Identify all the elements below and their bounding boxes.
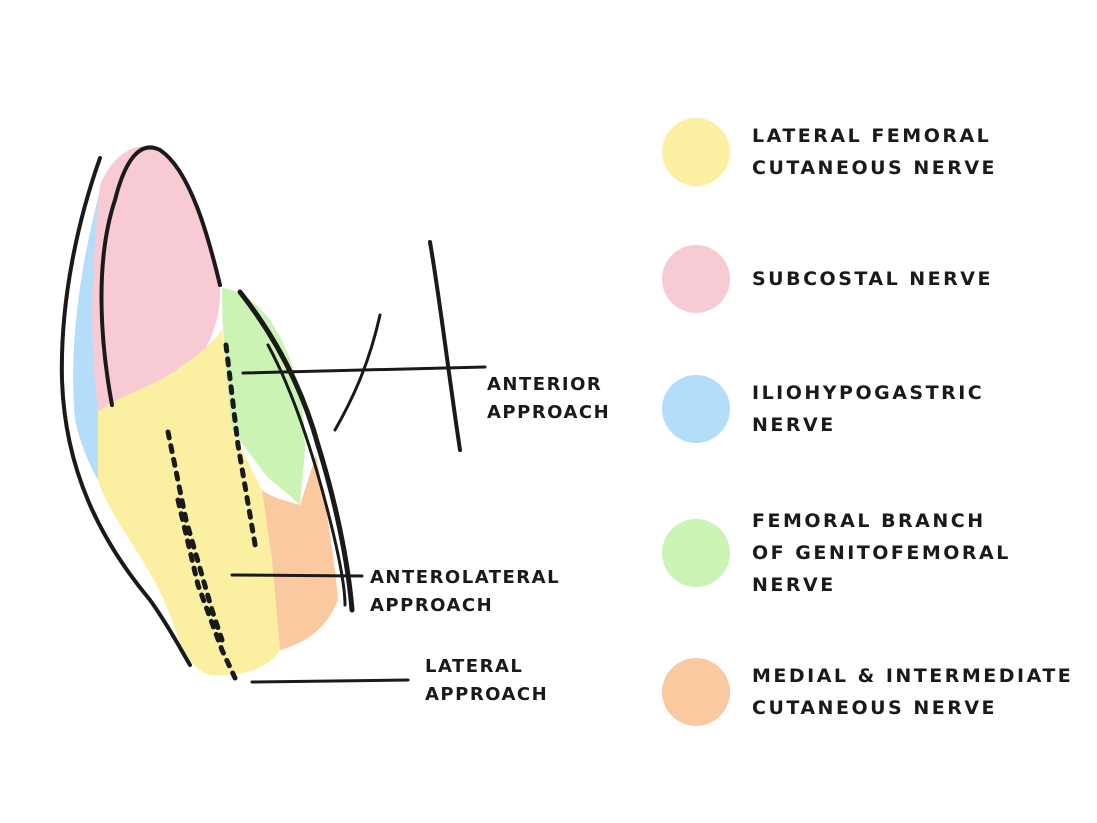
lateral-approach-label: LATERAL APPROACH	[425, 653, 548, 709]
legend-text: MEDIAL & INTERMEDIATE CUTANEOUS NERVE	[752, 660, 1073, 724]
legend-swatch	[662, 375, 730, 443]
legend-line: MEDIAL & INTERMEDIATE	[752, 665, 1074, 687]
medial-outline	[237, 289, 355, 613]
legend-item-subcostal: SUBCOSTAL NERVE	[662, 245, 993, 313]
anterolateral-approach-line-2: APPROACH	[370, 595, 494, 616]
legend-line: NERVE	[752, 414, 836, 436]
subcostal-outline	[99, 145, 222, 407]
anterior-approach-line-2: APPROACH	[487, 402, 611, 423]
legend-swatch	[662, 658, 730, 726]
lateral-femoral-cutaneous-region	[98, 330, 280, 676]
legend-item-genitofemoral: FEMORAL BRANCH OF GENITOFEMORAL NERVE	[662, 505, 1011, 601]
anterior-approach-line-1: ANTERIOR	[487, 374, 603, 395]
lateral-approach-line-2: APPROACH	[425, 684, 549, 705]
legend-text: SUBCOSTAL NERVE	[752, 263, 993, 295]
genital-outline	[333, 313, 382, 432]
legend-text: ILIOHYPOGASTRIC NERVE	[752, 377, 984, 441]
legend-item-medial-intermediate-cutaneous: MEDIAL & INTERMEDIATE CUTANEOUS NERVE	[662, 658, 1073, 726]
lateral-incision	[175, 497, 238, 681]
medial-inner-outline	[266, 343, 347, 607]
legend-line: SUBCOSTAL NERVE	[752, 268, 993, 290]
lateral-leader-line	[250, 678, 410, 684]
anterior-leader-line	[241, 365, 487, 375]
legend-line: FEMORAL BRANCH	[752, 510, 986, 532]
anterolateral-approach-label: ANTEROLATERAL APPROACH	[370, 564, 560, 620]
anterior-approach-label: ANTERIOR APPROACH	[487, 371, 610, 427]
subcostal-region	[92, 146, 221, 412]
legend-item-iliohypogastric: ILIOHYPOGASTRIC NERVE	[662, 375, 984, 443]
legend-text: LATERAL FEMORAL CUTANEOUS NERVE	[752, 120, 997, 184]
legend-line: ILIOHYPOGASTRIC	[752, 382, 985, 404]
anterolateral-approach-line-1: ANTEROLATERAL	[370, 567, 561, 588]
legend-swatch	[662, 118, 730, 186]
legend-line: CUTANEOUS NERVE	[752, 157, 998, 179]
anterior-incision	[223, 342, 259, 553]
legend-line: NERVE	[752, 574, 836, 596]
anterolateral-incision	[165, 429, 225, 643]
medial-intermediate-cutaneous-region	[262, 455, 338, 650]
legend-item-lateral-femoral-cutaneous: LATERAL FEMORAL CUTANEOUS NERVE	[662, 118, 997, 186]
outer-lateral-outline	[59, 156, 192, 667]
legend-line: LATERAL FEMORAL	[752, 125, 992, 147]
legend-swatch	[662, 519, 730, 587]
legend-swatch	[662, 245, 730, 313]
anterolateral-leader-line	[230, 573, 364, 578]
legend-line: CUTANEOUS NERVE	[752, 697, 998, 719]
legend-text: FEMORAL BRANCH OF GENITOFEMORAL NERVE	[752, 505, 1011, 601]
lateral-approach-line-1: LATERAL	[425, 656, 524, 677]
genitofemoral-region	[222, 288, 305, 505]
legend-line: OF GENITOFEMORAL	[752, 542, 1011, 564]
contralateral-outline	[428, 240, 462, 452]
